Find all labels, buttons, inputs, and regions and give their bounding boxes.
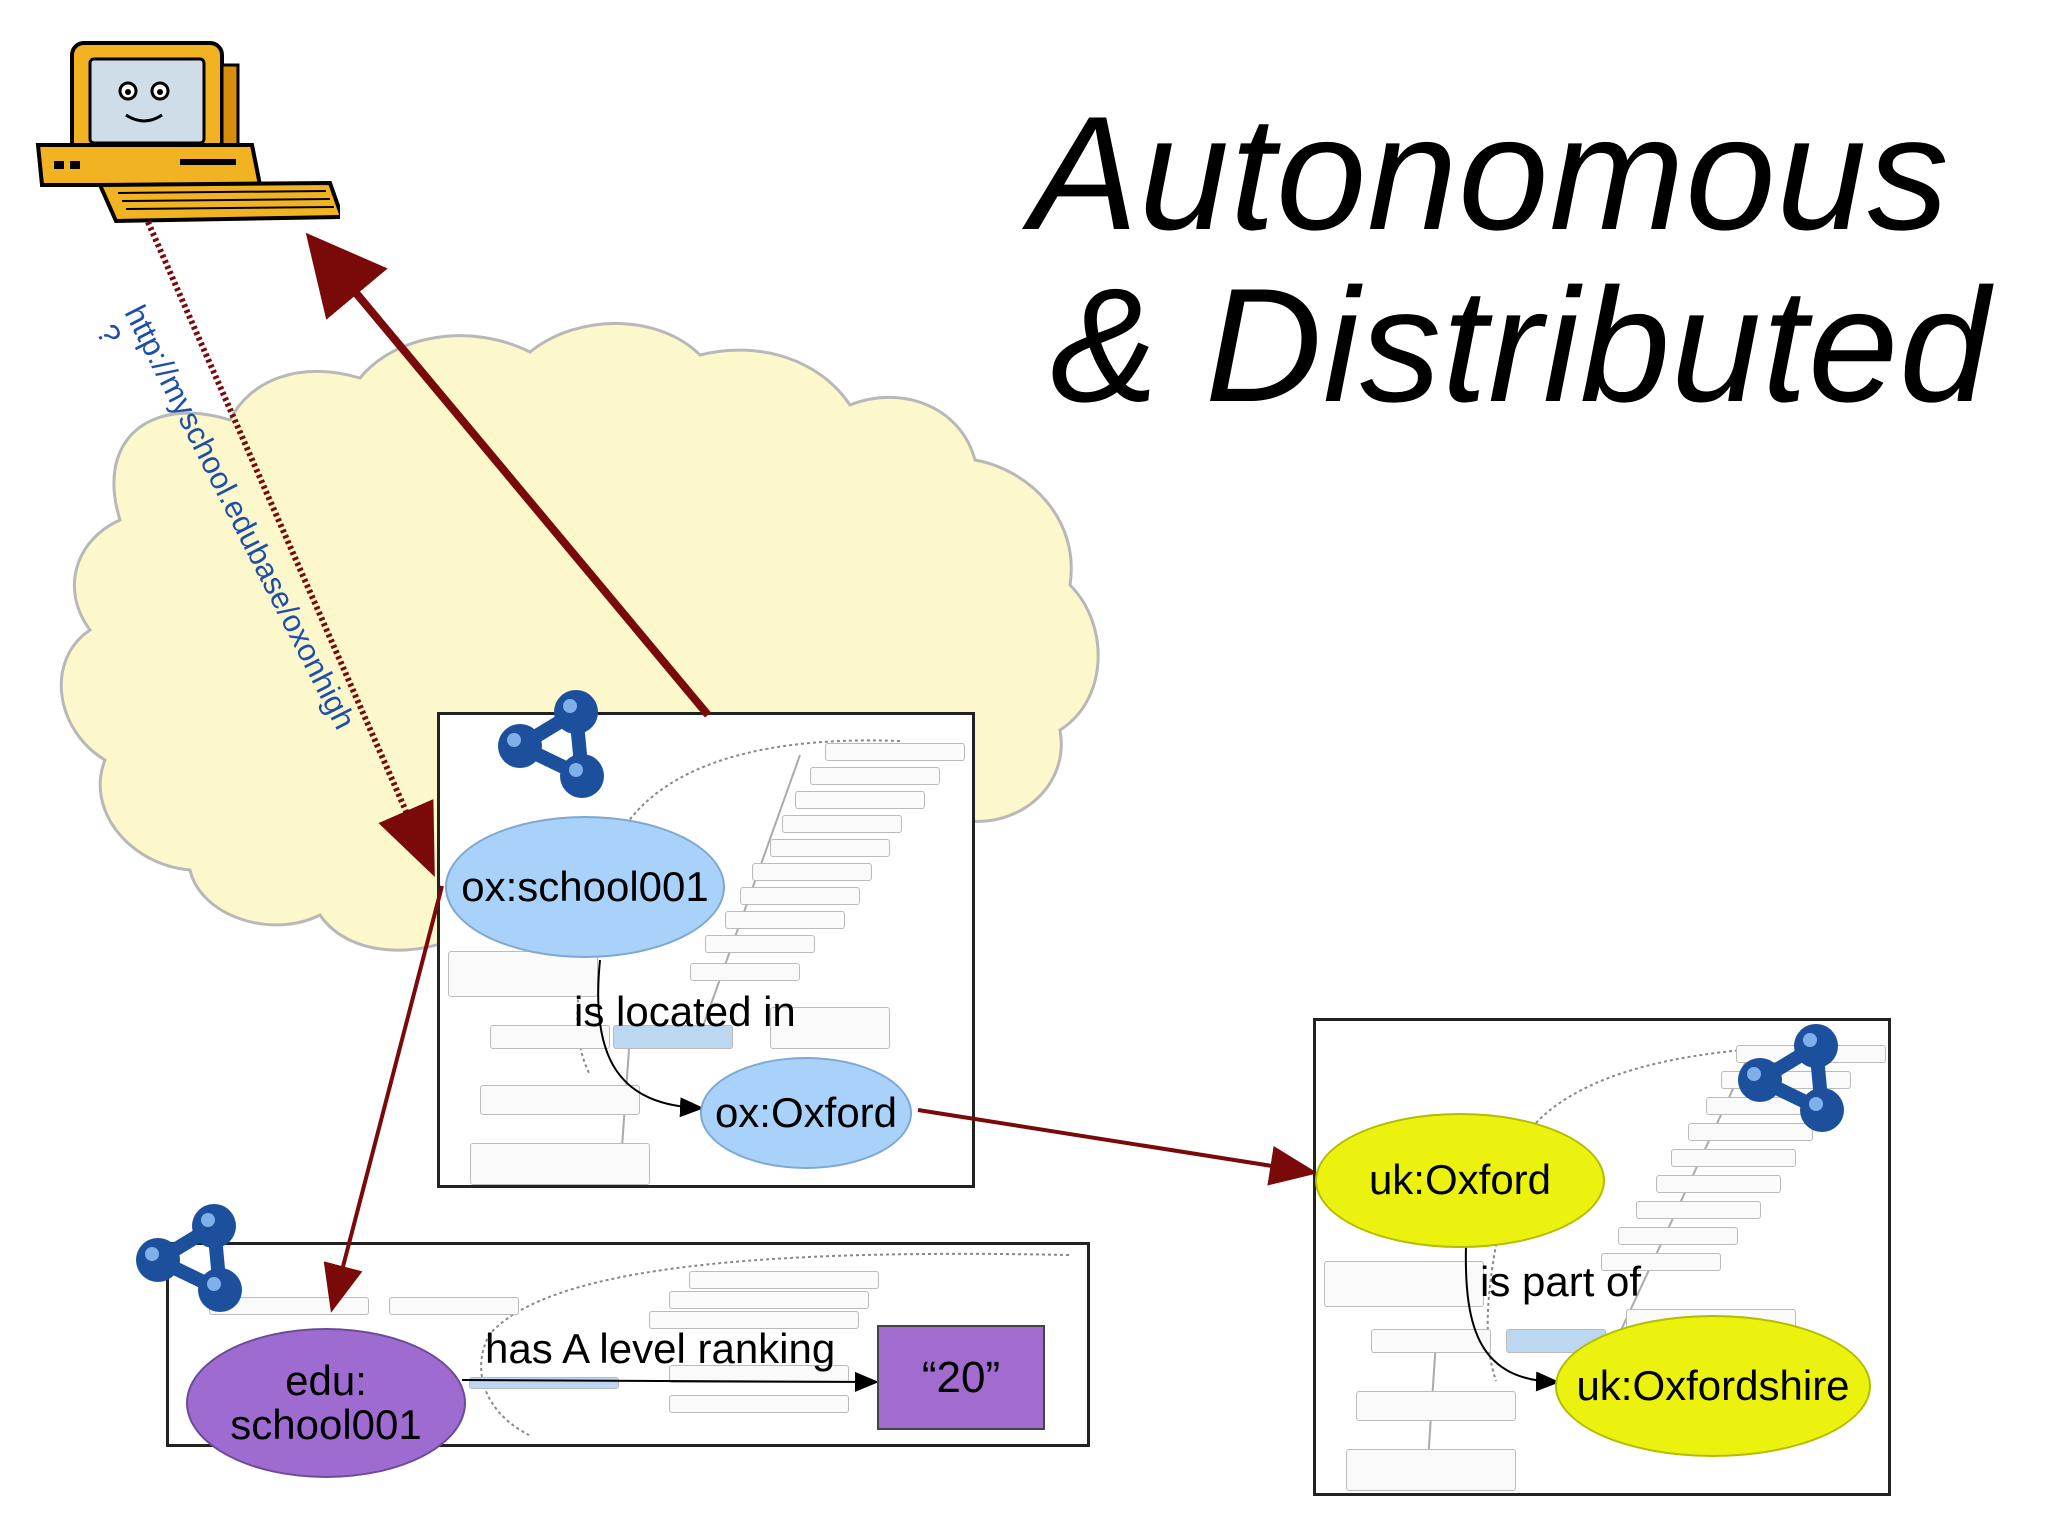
- node-edu-school001: edu: school001: [186, 1328, 466, 1478]
- edge-label-part-of: is part of: [1480, 1258, 1642, 1305]
- ox-ghost-11: [448, 951, 598, 997]
- literal-20: “20”: [877, 1325, 1045, 1430]
- edge-label-ranking: has A level ranking: [485, 1325, 836, 1372]
- uk-ghost-9: [1601, 1253, 1721, 1271]
- ox-ghost-7: [740, 887, 860, 905]
- uk-ghost-5: [1671, 1149, 1796, 1167]
- title-line-1: Autonomous: [1030, 83, 1950, 264]
- uk-ghost-10: [1324, 1261, 1484, 1307]
- part-of-edge: [1464, 1244, 1560, 1392]
- rdf-icon: [136, 1204, 242, 1312]
- request-dotted-arrow: [145, 220, 435, 877]
- edge-label-located: is located in: [574, 988, 796, 1035]
- ox-ghost-6: [752, 863, 872, 881]
- slide-title: Autonomous & Distributed: [1030, 88, 2030, 432]
- located-edge: [597, 959, 704, 1118]
- uk-ghost-7: [1636, 1201, 1761, 1219]
- rdf-icon: [498, 690, 604, 798]
- ox-ghost-16: [470, 1143, 650, 1185]
- node-edu-line-1: edu:: [285, 1356, 367, 1404]
- edu-ghost-8: [669, 1395, 849, 1413]
- edu-ghost-2: [669, 1291, 869, 1309]
- node-ox-school001: ox:school001: [445, 816, 725, 958]
- ox-ghost-12: [770, 1007, 890, 1049]
- ox-to-edu-arrow: [323, 885, 444, 1313]
- edu-ghost-1: [689, 1271, 879, 1289]
- edu-ghost-7: [669, 1365, 849, 1383]
- response-arrow: [305, 232, 712, 718]
- edu-ghost-3: [649, 1311, 859, 1329]
- node-uk-oxford: uk:Oxford: [1315, 1113, 1605, 1248]
- edu-ghost-5: [389, 1297, 519, 1315]
- ranking-edge: [461, 1371, 879, 1392]
- edu-graph-background: [480, 1252, 1070, 1436]
- ox-ghost-5: [770, 839, 890, 857]
- ox-ghost-2: [810, 767, 940, 785]
- ox-ghost-14: [613, 1025, 733, 1049]
- uk-ghost-14: [1356, 1391, 1516, 1421]
- computer-icon: [35, 41, 340, 224]
- ox-ghost-13: [490, 1025, 610, 1049]
- uk-ghost-8: [1618, 1227, 1738, 1245]
- title-line-2: & Distributed: [1050, 255, 1991, 436]
- ox-to-uk-arrow: [917, 1108, 1318, 1186]
- ox-ghost-9: [705, 935, 815, 953]
- uk-ghost-4: [1688, 1123, 1813, 1141]
- ox-ghost-3: [795, 791, 925, 809]
- node-edu-line-2: school001: [230, 1401, 422, 1448]
- ox-ghost-1: [825, 743, 965, 761]
- uk-ghost-6: [1656, 1175, 1781, 1193]
- ox-ghost-4: [782, 815, 902, 833]
- ox-ghost-8: [725, 911, 845, 929]
- ox-ghost-10: [690, 963, 800, 981]
- ox-ghost-15: [480, 1085, 640, 1115]
- node-uk-oxfordshire: uk:Oxfordshire: [1555, 1315, 1871, 1457]
- node-ox-oxford: ox:Oxford: [700, 1057, 912, 1169]
- rdf-icon: [1738, 1024, 1844, 1132]
- uk-ghost-11: [1371, 1329, 1491, 1353]
- uk-ghost-15: [1346, 1449, 1516, 1491]
